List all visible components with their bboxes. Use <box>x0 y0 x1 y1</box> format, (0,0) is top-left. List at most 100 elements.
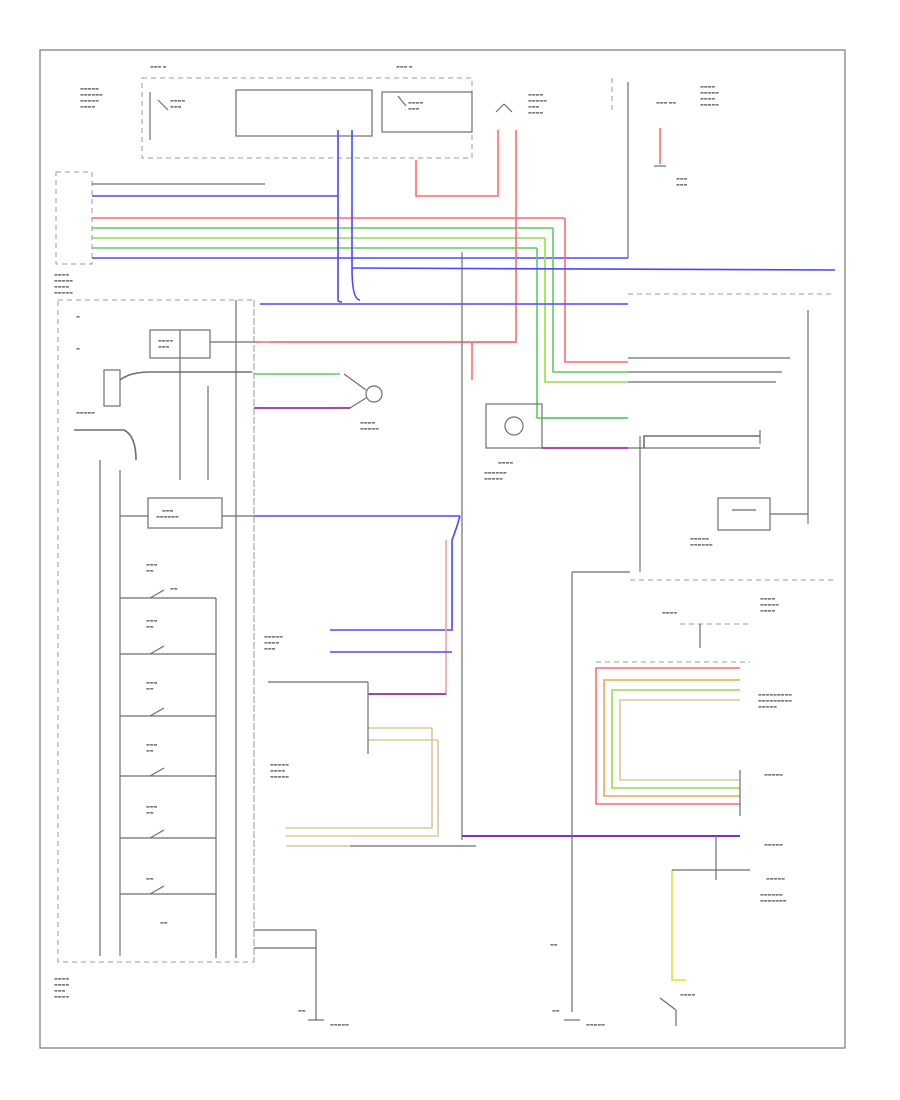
svg-text:▬▬▬▬▬▬: ▬▬▬▬▬▬ <box>80 92 103 97</box>
svg-text:▬▬▬▬: ▬▬▬▬ <box>528 92 543 97</box>
svg-text:▬: ▬ <box>76 314 80 319</box>
svg-text:▬▬▬▬: ▬▬▬▬ <box>528 110 543 115</box>
svg-text:▬▬▬▬: ▬▬▬▬ <box>498 460 513 465</box>
svg-text:▬▬▬▬▬: ▬▬▬▬▬ <box>270 774 289 779</box>
ground-bottom-left: ▬▬ ▬▬▬▬▬ <box>254 929 349 1027</box>
svg-text:▬▬▬: ▬▬▬ <box>170 104 182 109</box>
svg-text:▬▬▬▬▬: ▬▬▬▬▬ <box>484 476 503 481</box>
svg-text:▬▬▬▬▬: ▬▬▬▬▬ <box>758 704 777 709</box>
junction-connector-top: ▬▬▬▬ ▬▬▬▬▬ ▬▬▬ ▬▬▬▬ <box>495 92 547 115</box>
svg-text:▬▬▬▬: ▬▬▬▬ <box>760 596 775 601</box>
svg-text:▬▬▬▬▬: ▬▬▬▬▬ <box>700 90 719 95</box>
svg-text:▬▬▬: ▬▬▬ <box>676 182 688 187</box>
svg-text:▬▬▬▬: ▬▬▬▬ <box>680 992 695 997</box>
svg-text:▬▬▬▬: ▬▬▬▬ <box>700 84 715 89</box>
left-front-turn-lamp: ▬▬▬▬ ▬▬▬▬▬ <box>343 373 383 431</box>
svg-text:▬▬▬: ▬▬▬ <box>528 104 540 109</box>
door-switch-extra: ▬▬▬ ▬▬ <box>120 804 216 839</box>
ground-top-right: ▬▬▬ ▬▬▬ <box>654 128 688 187</box>
svg-text:▬▬: ▬▬ <box>146 748 154 753</box>
hazard-switch-connector: ▬▬▬▬ ▬▬▬▬▬ ▬▬▬▬ ▬▬▬▬▬ <box>54 171 93 295</box>
door-switch-right-front: ▬▬▬ ▬▬ <box>120 618 216 655</box>
svg-text:▬▬▬▬: ▬▬▬▬ <box>408 100 423 105</box>
svg-text:▬▬▬▬▬: ▬▬▬▬▬ <box>264 634 283 639</box>
svg-text:▬▬: ▬▬ <box>550 942 558 947</box>
svg-text:▬▬: ▬▬ <box>146 624 154 629</box>
svg-text:▬▬▬▬▬: ▬▬▬▬▬ <box>54 290 73 295</box>
svg-text:▬▬: ▬▬ <box>160 920 168 925</box>
door-switch-left-front: ▬▬▬ ▬▬ ▬▬ <box>120 562 216 599</box>
svg-text:▬▬▬▬▬: ▬▬▬▬▬ <box>76 410 95 415</box>
power-distribution-box: ▬▬▬ ▬▬ ▬▬▬▬ ▬▬▬▬▬ ▬▬▬▬ ▬▬▬▬▬ <box>611 78 719 258</box>
svg-text:▬▬▬▬: ▬▬▬▬ <box>80 104 95 109</box>
rear-lamp-connector: ▬▬▬▬▬▬▬▬▬ ▬▬▬▬▬▬▬▬▬ ▬▬▬▬▬ ▬▬▬▬▬ <box>595 661 792 816</box>
door-switch-left-rear: ▬▬▬ ▬▬ <box>120 680 216 717</box>
svg-text:▬▬▬: ▬▬▬ <box>408 106 420 111</box>
svg-text:▬▬▬▬: ▬▬▬▬ <box>760 608 775 613</box>
svg-text:▬▬▬▬▬: ▬▬▬▬▬ <box>80 86 99 91</box>
engine-fuse-block: ▬▬▬▬▬ ▬▬▬▬▬▬ ▬▬▬▬▬ ▬▬▬▬ ▬▬▬ ▬ ▬▬▬▬ ▬▬▬ <box>80 64 473 159</box>
svg-text:▬▬▬ ▬▬: ▬▬▬ ▬▬ <box>656 100 676 105</box>
svg-text:▬▬▬▬▬: ▬▬▬▬▬ <box>54 278 73 283</box>
instrument-panel-fuse-block: ▬▬▬ ▬ ▬▬▬▬ ▬▬▬ <box>381 64 473 133</box>
svg-text:▬▬: ▬▬ <box>146 686 154 691</box>
svg-text:▬▬▬▬▬: ▬▬▬▬▬ <box>764 772 783 777</box>
svg-text:▬▬▬▬▬: ▬▬▬▬▬ <box>690 536 709 541</box>
svg-text:▬▬: ▬▬ <box>298 1008 306 1013</box>
turn-signal-flasher: ▬▬▬ ▬▬▬▬▬▬ <box>120 497 254 529</box>
svg-text:▬▬▬: ▬▬▬ <box>146 742 158 747</box>
svg-text:▬▬▬: ▬▬▬ <box>146 562 158 567</box>
svg-text:▬▬▬▬: ▬▬▬▬ <box>54 982 69 987</box>
svg-text:▬▬▬▬▬: ▬▬▬▬▬ <box>330 1022 349 1027</box>
svg-text:▬▬▬▬▬▬: ▬▬▬▬▬▬ <box>484 470 507 475</box>
door-switch-right-rear: ▬▬▬ ▬▬ <box>120 742 216 777</box>
svg-text:▬▬▬▬▬▬: ▬▬▬▬▬▬ <box>156 514 179 519</box>
svg-text:▬▬▬▬▬: ▬▬▬▬▬ <box>80 98 99 103</box>
svg-text:▬▬▬▬▬: ▬▬▬▬▬ <box>586 1022 605 1027</box>
svg-text:▬: ▬ <box>76 346 80 351</box>
svg-text:▬▬▬▬▬: ▬▬▬▬▬ <box>764 842 783 847</box>
svg-text:▬▬▬: ▬▬▬ <box>158 344 170 349</box>
svg-text:▬▬: ▬▬ <box>552 1008 560 1013</box>
right-front-turn-lamp: ▬▬▬▬ ▬▬▬▬▬▬ ▬▬▬▬▬ <box>484 403 628 481</box>
svg-text:▬▬▬▬: ▬▬▬▬ <box>264 640 279 645</box>
svg-text:▬▬▬▬▬: ▬▬▬▬▬ <box>528 98 547 103</box>
junction-connector-mid: ▬▬▬▬▬ ▬▬▬▬ ▬▬▬ <box>264 634 369 754</box>
svg-text:▬▬: ▬▬ <box>170 586 178 591</box>
svg-text:▬▬: ▬▬ <box>146 810 154 815</box>
svg-text:▬▬▬▬: ▬▬▬▬ <box>54 284 69 289</box>
trunk-switch: ▬▬ ▬▬ <box>120 876 216 925</box>
svg-text:▬▬▬▬: ▬▬▬▬ <box>170 98 185 103</box>
right-front-door-lamp: ▬▬▬▬▬ ▬▬▬▬▬▬ <box>690 497 808 547</box>
ground-bottom-mid: ▬▬ ▬▬▬▬▬ <box>552 1008 605 1027</box>
svg-text:▬▬▬: ▬▬▬ <box>162 508 174 513</box>
svg-text:▬▬▬▬▬: ▬▬▬▬▬ <box>700 102 719 107</box>
svg-text:▬▬▬▬▬: ▬▬▬▬▬ <box>360 426 379 431</box>
svg-text:▬▬▬▬: ▬▬▬▬ <box>158 338 173 343</box>
svg-text:▬▬▬▬▬: ▬▬▬▬▬ <box>766 876 785 881</box>
svg-text:▬▬▬▬: ▬▬▬▬ <box>700 96 715 101</box>
svg-text:▬▬▬▬: ▬▬▬▬ <box>54 272 69 277</box>
svg-text:▬▬▬ ▬: ▬▬▬ ▬ <box>150 64 167 69</box>
svg-text:▬▬▬▬▬▬▬▬▬: ▬▬▬▬▬▬▬▬▬ <box>758 698 792 703</box>
svg-text:▬▬▬▬▬▬▬▬▬: ▬▬▬▬▬▬▬▬▬ <box>758 692 792 697</box>
svg-text:▬▬▬: ▬▬▬ <box>146 680 158 685</box>
svg-text:▬▬▬▬: ▬▬▬▬ <box>270 768 285 773</box>
svg-text:▬▬▬: ▬▬▬ <box>146 804 158 809</box>
keyless-module: ▬ ▬ ▬▬▬▬▬ ▬▬▬▬ ▬▬▬▬ ▬▬▬ ▬▬▬▬ <box>54 299 255 999</box>
svg-text:▬▬▬: ▬▬▬ <box>264 646 276 651</box>
svg-text:▬▬▬▬▬▬: ▬▬▬▬▬▬ <box>760 892 783 897</box>
svg-text:▬▬▬▬▬▬: ▬▬▬▬▬▬ <box>690 542 713 547</box>
svg-text:▬▬▬▬: ▬▬▬▬ <box>662 610 677 615</box>
svg-text:▬▬▬: ▬▬▬ <box>146 618 158 623</box>
svg-text:▬▬▬▬: ▬▬▬▬ <box>54 994 69 999</box>
combination-switch: ▬▬▬▬ ▬▬▬ <box>149 329 260 359</box>
svg-text:▬▬▬: ▬▬▬ <box>676 176 688 181</box>
svg-text:▬▬▬▬: ▬▬▬▬ <box>360 420 375 425</box>
svg-text:▬▬▬ ▬: ▬▬▬ ▬ <box>396 64 413 69</box>
svg-text:▬▬▬: ▬▬▬ <box>54 988 66 993</box>
svg-text:▬▬: ▬▬ <box>146 568 154 573</box>
svg-text:▬▬▬▬: ▬▬▬▬ <box>54 976 69 981</box>
diagram-frame <box>39 49 846 1049</box>
svg-text:▬▬▬▬▬▬▬: ▬▬▬▬▬▬▬ <box>760 898 787 903</box>
